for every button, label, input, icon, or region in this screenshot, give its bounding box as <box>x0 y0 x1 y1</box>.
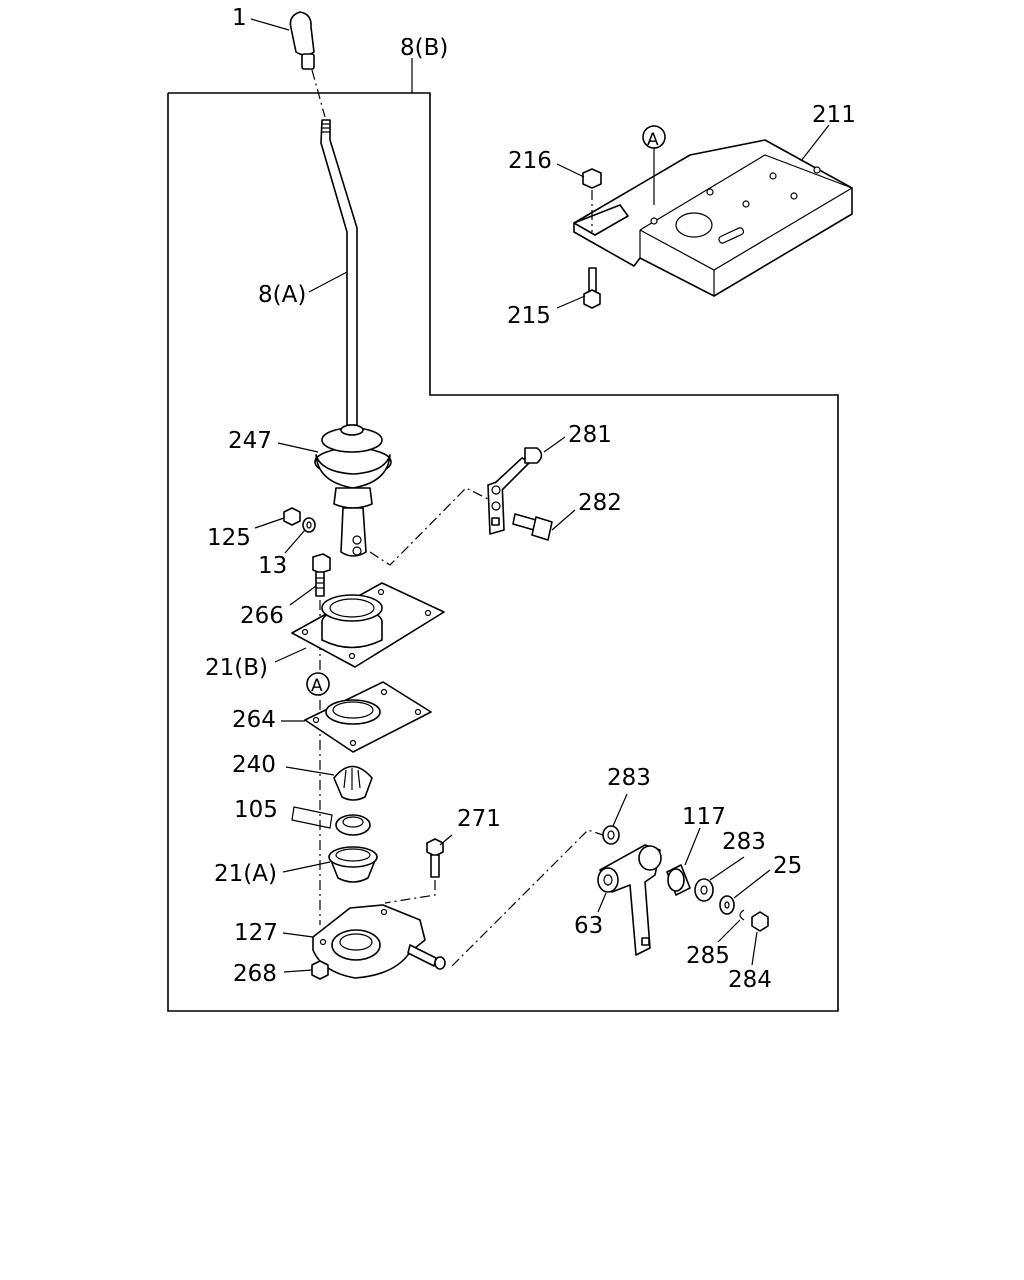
bolt-215 <box>583 267 601 309</box>
label-271: 271 <box>457 806 501 832</box>
arm-hardware <box>602 825 769 932</box>
label-63: 63 <box>574 913 603 939</box>
mounting-plate-211 <box>573 139 853 297</box>
label-25: 25 <box>773 853 802 879</box>
label-216: 216 <box>508 148 552 174</box>
label-8a: 8(A) <box>258 282 306 308</box>
shift-lever <box>320 119 358 426</box>
reference-circle-a-mid <box>306 672 330 696</box>
bolt <box>312 553 331 597</box>
plate-21b <box>291 582 445 668</box>
part-labels: 1 8(B) 8(A) 211 216 215 A 247 281 282 12… <box>205 5 856 993</box>
nut-washer <box>283 507 316 533</box>
dome-240 <box>333 765 373 801</box>
label-211: 211 <box>812 102 856 128</box>
assembly-border <box>167 92 839 1012</box>
label-1: 1 <box>232 5 247 31</box>
label-105: 105 <box>234 797 278 823</box>
label-117: 117 <box>682 804 726 830</box>
gasket-264 <box>304 681 432 753</box>
label-285: 285 <box>686 943 730 969</box>
label-21a: 21(A) <box>214 861 277 887</box>
label-284: 284 <box>728 967 772 993</box>
label-266: 266 <box>240 603 284 629</box>
label-247: 247 <box>228 428 272 454</box>
base-127 <box>312 904 446 979</box>
label-21b: 21(B) <box>205 655 268 681</box>
label-125: 125 <box>207 525 251 551</box>
label-215: 215 <box>507 303 551 329</box>
label-283-a: 283 <box>607 765 651 791</box>
bolt-271 <box>384 838 444 904</box>
label-283-b: 283 <box>722 829 766 855</box>
nut-268 <box>311 960 329 980</box>
shift-boot <box>314 424 392 557</box>
shift-knob <box>289 11 326 118</box>
label-281: 281 <box>568 422 612 448</box>
link-bracket <box>487 447 543 535</box>
label-ref-a-mid: A <box>311 676 323 696</box>
label-268: 268 <box>233 961 277 987</box>
label-8b: 8(B) <box>400 35 448 61</box>
nut-216 <box>582 168 602 189</box>
pin <box>512 513 553 541</box>
label-13: 13 <box>258 553 287 579</box>
leader-lines <box>250 18 830 973</box>
arm-63 <box>597 844 662 956</box>
label-264: 264 <box>232 707 276 733</box>
cup-21a <box>328 846 378 883</box>
bushing-105 <box>291 806 371 836</box>
label-ref-a-top: A <box>647 130 659 150</box>
label-240: 240 <box>232 752 276 778</box>
label-127: 127 <box>234 920 278 946</box>
label-282: 282 <box>578 490 622 516</box>
